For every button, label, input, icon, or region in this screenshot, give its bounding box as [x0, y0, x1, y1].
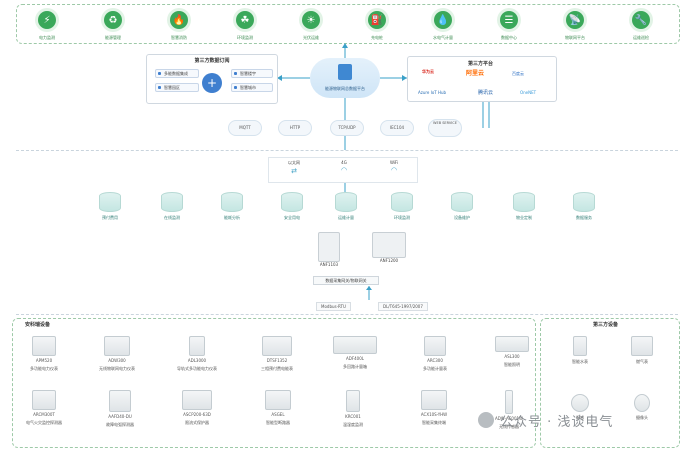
app-icon: ☀	[302, 11, 320, 29]
layer-divider	[16, 314, 678, 315]
wechat-icon	[478, 412, 494, 428]
app-icon: 📡	[566, 11, 584, 29]
app-item[interactable]: ☰数据中心	[489, 11, 529, 41]
third-party-data-subscription: 第三方数据订阅 多能数据集成 智慧园区 + 智慧楼宇 智慧城市	[146, 54, 278, 104]
function-module[interactable]: 预付费用	[98, 192, 122, 221]
ethernet-icon: ⇄	[291, 167, 297, 175]
app-item[interactable]: ☀光伏运维	[291, 11, 331, 41]
app-icon: ⛽	[368, 11, 386, 29]
subscription-item[interactable]: 多能数据集成	[155, 69, 199, 78]
gateway-caption: 数据采集网关/物联网关	[313, 276, 379, 285]
app-item[interactable]: ♻能源管理	[93, 11, 133, 41]
gateway-image	[318, 232, 340, 262]
app-item[interactable]: ⛽充电桩	[357, 11, 397, 41]
network-box: 以太网⇄ 4G◠ WiFi◠	[268, 157, 418, 183]
subscription-item[interactable]: 智慧楼宇	[231, 69, 273, 78]
function-module[interactable]: 物业定制	[512, 192, 536, 221]
app-item[interactable]: 🔧运维巡检	[621, 11, 661, 41]
gateway-device[interactable]: ANF1200	[372, 232, 406, 263]
application-row: ⚡电力监测 ♻能源管理 🔥智慧消防 ☘环境监测 ☀光伏运维 ⛽充电桩 💧水电气计…	[16, 4, 680, 44]
watermark: 公众号 · 浅谈电气	[478, 408, 688, 432]
tencent-cloud-logo: 腾讯云	[478, 90, 494, 96]
function-module[interactable]: 数据服务	[572, 192, 596, 221]
azure-logo: Azure IoT Hub	[418, 90, 447, 95]
database-plus-icon: +	[202, 73, 222, 93]
function-module[interactable]: 环境监测	[390, 192, 414, 221]
app-icon: ♻	[104, 11, 122, 29]
protocol-web-service: WEB SERVICE	[428, 119, 462, 137]
function-module[interactable]: 运维计量	[334, 192, 358, 221]
bus-modbus: Modbus-RTU	[316, 302, 351, 311]
function-module[interactable]: 安全用电	[280, 192, 304, 221]
third-device-card[interactable]: 摄像头	[622, 394, 662, 421]
platform-icon	[338, 64, 352, 80]
protocol-mqtt: MQTT	[228, 120, 262, 136]
protocol-iec104: IEC104	[380, 120, 414, 136]
app-item[interactable]: ☘环境监测	[225, 11, 265, 41]
aliyun-logo: 阿里云	[466, 70, 485, 77]
function-module[interactable]: 能耗分析	[220, 192, 244, 221]
huawei-cloud-logo: 华为云	[422, 69, 434, 74]
gateway-device[interactable]: ANF1103	[318, 232, 340, 267]
protocol-tcp-udp: TCP/UDP	[330, 120, 364, 136]
app-item[interactable]: 💧水电气计量	[423, 11, 463, 41]
subscription-item[interactable]: 智慧城市	[231, 83, 273, 92]
central-data-platform[interactable]: 能源物联网总数据平台	[310, 58, 380, 98]
signal-icon: ◠	[340, 166, 348, 174]
network-item: 4G◠	[329, 160, 359, 175]
baidu-cloud-logo: 百度云	[512, 71, 524, 76]
third-device-card[interactable]: 燃气表	[622, 336, 662, 365]
section-title: 安科瑞设备	[25, 322, 51, 328]
network-item: 以太网⇄	[279, 160, 309, 176]
gateway-image	[372, 232, 406, 258]
network-item: WiFi◠	[379, 160, 409, 175]
app-icon: 🔧	[632, 11, 650, 29]
protocol-http: HTTP	[278, 120, 312, 136]
app-icon: ☘	[236, 11, 254, 29]
third-device-card[interactable]: 智能水表	[560, 336, 600, 365]
function-module[interactable]: 在线监测	[160, 192, 184, 221]
app-icon: 💧	[434, 11, 452, 29]
app-icon: ⚡	[38, 11, 56, 29]
third-party-platforms: 第三方平台 华为云 阿里云 百度云 Azure IoT Hub 腾讯云 OneN…	[407, 56, 557, 102]
app-item[interactable]: ⚡电力监测	[27, 11, 67, 41]
app-item[interactable]: 📡物联网平台	[555, 11, 595, 41]
app-icon: ☰	[500, 11, 518, 29]
third-device-section: 第三方设备	[540, 318, 680, 448]
onenet-logo: OneNET	[520, 90, 537, 95]
own-device-section: 安科瑞设备	[12, 318, 536, 448]
layer-divider	[16, 150, 678, 151]
app-item[interactable]: 🔥智慧消防	[159, 11, 199, 41]
app-icon: 🔥	[170, 11, 188, 29]
box-title: 第三方数据订阅	[194, 58, 230, 64]
wifi-icon: ◠	[390, 166, 398, 174]
section-title: 第三方设备	[593, 322, 619, 328]
third-device-card[interactable]: 烟感	[560, 394, 600, 421]
subscription-item[interactable]: 智慧园区	[155, 83, 199, 92]
bus-dlt645: DL/T645-1997/2007	[378, 302, 428, 311]
function-module[interactable]: 设备维护	[450, 192, 474, 221]
